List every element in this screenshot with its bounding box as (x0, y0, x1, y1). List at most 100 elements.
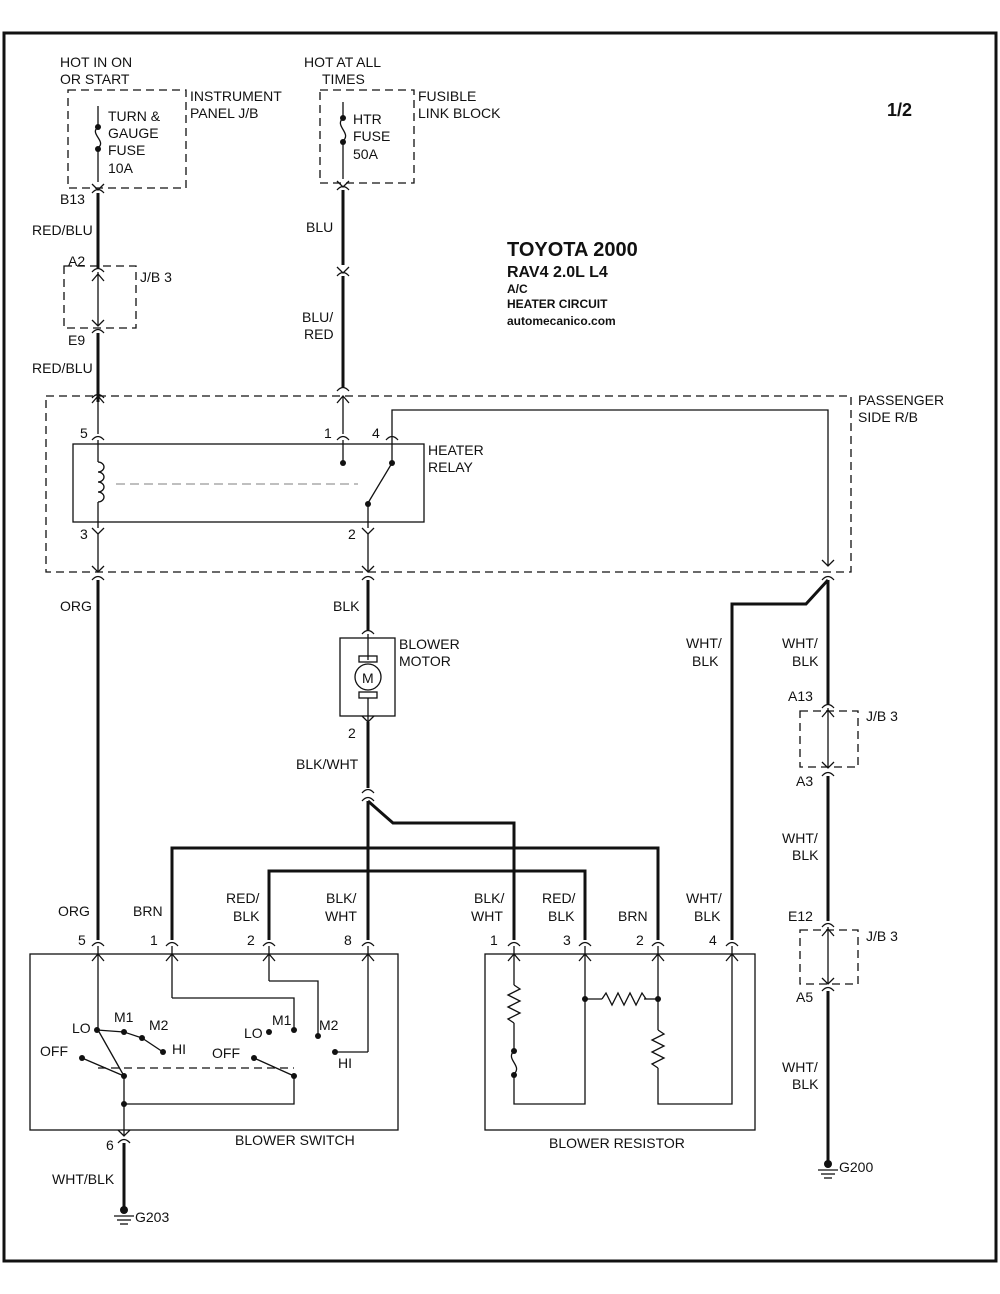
ground-g203-icon (114, 1206, 134, 1225)
switch-pos-off-2: OFF (212, 1045, 240, 1061)
relay-pin-4: 4 (372, 425, 380, 441)
blower-resistor-box (484, 953, 756, 1131)
connector-e9: E9 (68, 332, 85, 348)
turn-gauge-fuse-label-4: 10A (108, 160, 134, 176)
ground-g200: G200 (839, 1159, 873, 1175)
turn-gauge-fuse-label-2: GAUGE (108, 125, 159, 141)
wire-label-blu: BLU (306, 219, 333, 235)
connector-a2: A2 (68, 253, 85, 269)
blower-switch-label: BLOWER SWITCH (235, 1132, 355, 1148)
wire-label-blk-wht-resistor-2: WHT (471, 908, 503, 924)
connector-e12: E12 (788, 908, 813, 924)
fusible-link-block-label-2: LINK BLOCK (418, 105, 501, 121)
motor-icon (354, 663, 382, 691)
passenger-side-rb-label-1: PASSENGER (858, 392, 944, 408)
connector-a13: A13 (788, 688, 813, 704)
wire-label-blk-wht-resistor-1: BLK/ (474, 890, 504, 906)
wire-label-brn-switch: BRN (133, 903, 163, 919)
wire-label-red-blk-switch-1: RED/ (226, 890, 260, 906)
wire-label-blk-wht-switch-1: BLK/ (326, 890, 356, 906)
switch-pos-m2-2: M2 (319, 1017, 339, 1033)
jb3-box-right-2 (799, 929, 859, 985)
header-make-year: TOYOTA 2000 (507, 239, 638, 261)
jb3-label-right-2: J/B 3 (866, 928, 898, 944)
blower-motor-label-2: MOTOR (399, 653, 451, 669)
wire-label-red-blu-2: RED/BLU (32, 360, 93, 376)
resistor-pin-1: 1 (490, 932, 498, 948)
ground-g200-icon (818, 1160, 838, 1179)
wire-label-wht-blk-switch: WHT/BLK (52, 1171, 115, 1187)
fusible-link-block-box (319, 89, 415, 184)
jb3-box-right-1 (799, 710, 859, 768)
heater-relay-label-1: HEATER (428, 442, 484, 458)
wire-label-wht-blk-g1-2: BLK (792, 653, 819, 669)
page-number: 1/2 (887, 100, 912, 120)
htr-fuse-symbol (339, 102, 347, 179)
wire-label-org-1: ORG (60, 598, 92, 614)
switch-pos-lo-1: LO (72, 1020, 91, 1036)
hot-always-label-1: HOT AT ALL (304, 54, 381, 70)
wire-red-blk (267, 869, 587, 940)
header-circuit: HEATER CIRCUIT (507, 297, 608, 311)
resistor-pin-3: 3 (563, 932, 571, 948)
wire-label-blk-wht-switch-2: WHT (325, 908, 357, 924)
relay-pin-5: 5 (80, 425, 88, 441)
jb3-label-right-1: J/B 3 (866, 708, 898, 724)
switch-pos-lo-2: LO (244, 1025, 263, 1041)
hot-on-start-label-2: OR START (60, 71, 130, 87)
wire-label-wht-blk-g2-1: WHT/ (782, 830, 818, 846)
connector-caps (91, 941, 739, 947)
wire-label-blu-red-2: RED (304, 326, 334, 342)
wire-label-red-blk-resistor-1: RED/ (542, 890, 576, 906)
wire-label-blu-red-1: BLU/ (302, 309, 333, 325)
switch-pos-m1-2: M1 (272, 1012, 292, 1028)
switch-pin-6: 6 (106, 1137, 114, 1153)
passenger-side-rb-label-2: SIDE R/B (858, 409, 918, 425)
switch-pin-5: 5 (78, 932, 86, 948)
connector-a3: A3 (796, 773, 813, 789)
hot-on-start-label-1: HOT IN ON (60, 54, 132, 70)
rb-internal-wire-4 (391, 409, 829, 566)
jb3-box-left (63, 265, 137, 329)
blower-switch-box (29, 953, 399, 1131)
wire-wht-blk-resistor (730, 578, 830, 940)
wire-label-red-blk-resistor-2: BLK (548, 908, 575, 924)
instrument-panel-jb-label-2: PANEL J/B (190, 105, 258, 121)
switch-pos-hi-1: HI (172, 1041, 186, 1057)
relay-pin-1: 1 (324, 425, 332, 441)
header-system: A/C (507, 282, 528, 296)
wire-label-brn-resistor: BRN (618, 908, 648, 924)
htr-fuse-label-2: FUSE (353, 128, 390, 144)
heater-relay-coil (97, 440, 105, 528)
switch-pos-m1-1: M1 (114, 1009, 134, 1025)
turn-gauge-fuse-symbol (94, 106, 102, 182)
heater-relay-label-2: RELAY (428, 459, 474, 475)
blower-resistor-label: BLOWER RESISTOR (549, 1135, 685, 1151)
wire-label-blk: BLK (333, 598, 360, 614)
blower-resistor-internals (506, 946, 739, 1105)
wire-brn (170, 846, 660, 940)
hot-always-label-2: TIMES (322, 71, 365, 87)
turn-gauge-fuse-label-1: TURN & (108, 108, 161, 124)
switch-pos-hi-2: HI (338, 1055, 352, 1071)
header-model: RAV4 2.0L L4 (507, 264, 608, 281)
heater-relay-box (72, 443, 425, 523)
wire-label-wht-blk-g3-1: WHT/ (782, 1059, 818, 1075)
blower-switch-internals: LO M1 M2 HI OFF LO M1 M2 HI OFF (40, 946, 375, 1137)
switch-pin-2: 2 (247, 932, 255, 948)
passenger-side-rb-box (45, 395, 852, 573)
ground-g203: G203 (135, 1209, 169, 1225)
instrument-panel-jb-box (67, 89, 187, 189)
wire-label-red-blk-switch-2: BLK (233, 908, 260, 924)
wire-label-wht-blk-resistor-1: WHT/ (686, 635, 722, 651)
motor-pin-2: 2 (348, 725, 356, 741)
resistor-pin-2: 2 (636, 932, 644, 948)
turn-gauge-fuse-label-3: FUSE (108, 142, 145, 158)
header-source: automecanico.com (507, 314, 616, 328)
wire-blk-wht-to-resistor (367, 799, 516, 940)
wire-label-wht-blk-g1-1: WHT/ (782, 635, 818, 651)
resistor-pin-4: 4 (709, 932, 717, 948)
page-border (2, 31, 998, 1263)
instrument-panel-jb-label-1: INSTRUMENT (190, 88, 282, 104)
